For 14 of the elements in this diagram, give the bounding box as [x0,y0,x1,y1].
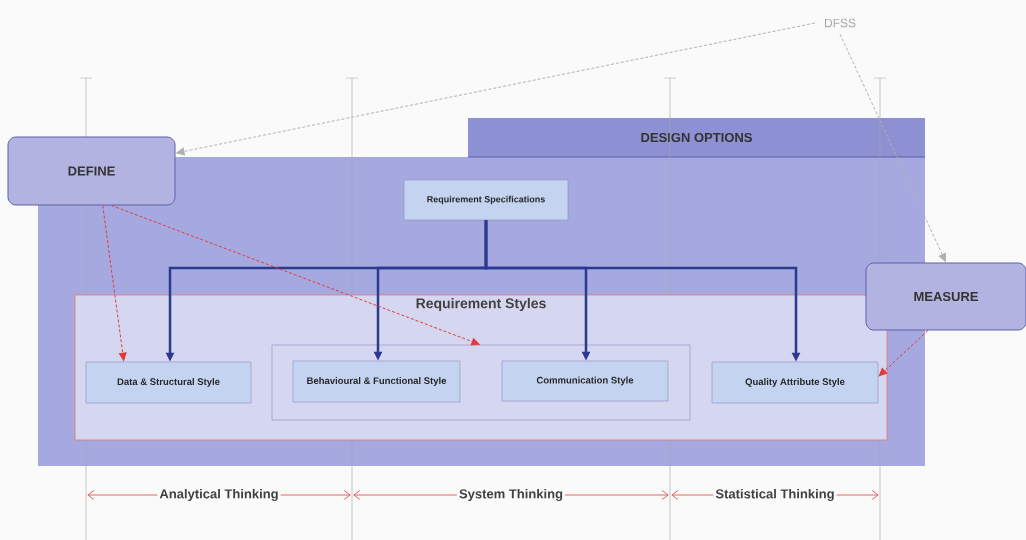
group-box [271,344,691,421]
dfss-label: DFSS [825,18,856,28]
phase-box: DEFINE [7,136,176,206]
style-box: Quality Attribute Style [711,361,879,404]
arrow [176,22,816,156]
style-box: Data & Structural Style [85,361,252,404]
style-box: Communication Style [501,360,669,402]
arrow [839,33,946,262]
process-box: Requirement Specifications [403,179,569,221]
style-box: Behavioural & Functional Style [292,360,461,403]
phase-box: MEASURE [865,262,1026,331]
arrow [878,330,929,377]
arrow [110,205,480,346]
arrow [102,205,127,361]
